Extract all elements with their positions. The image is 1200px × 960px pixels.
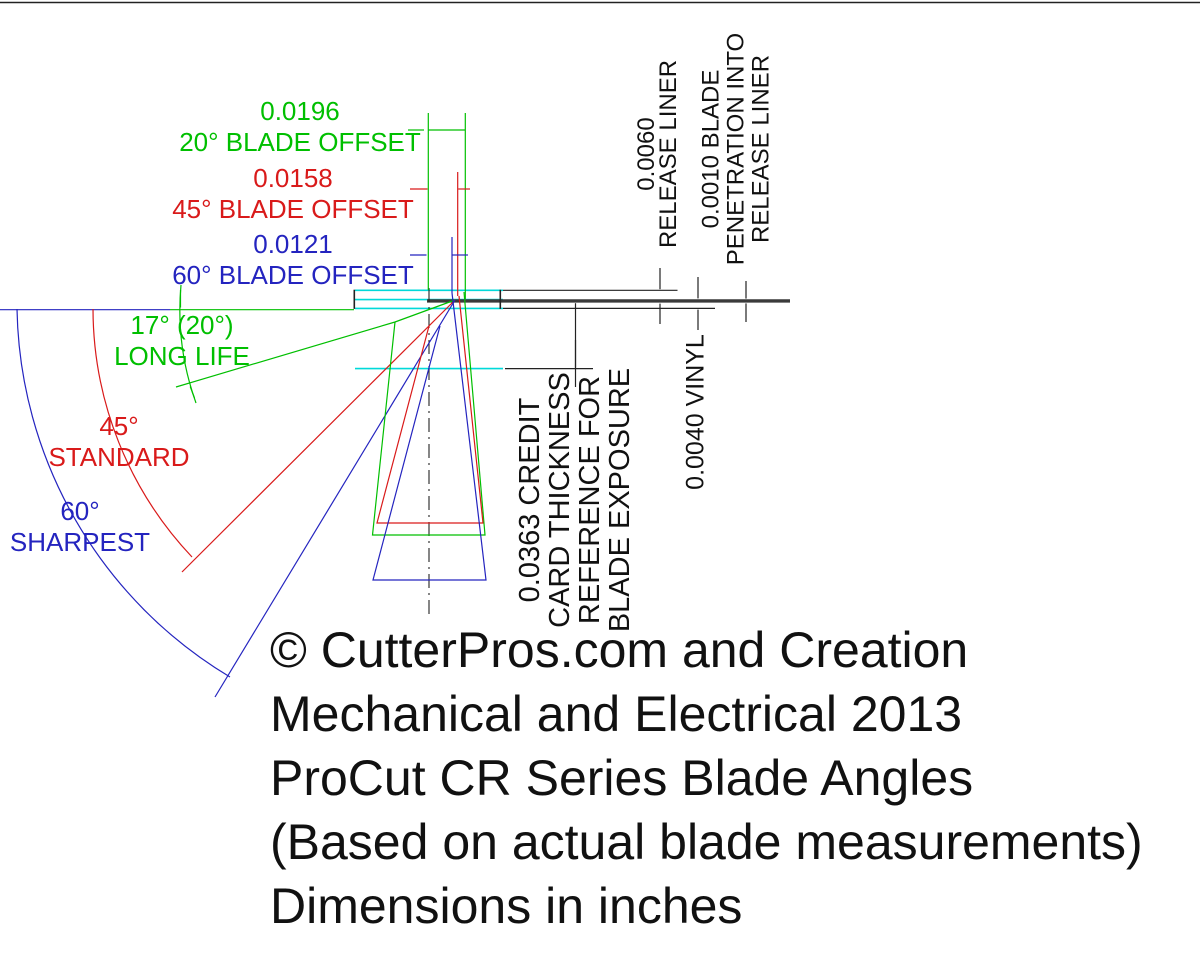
measurement-note: (Based on actual blade measurements) xyxy=(270,814,1143,870)
angle-value-long-life: 17° (20°) xyxy=(130,310,234,340)
arc-45deg xyxy=(92,308,193,558)
offset-caption-20deg: 20° BLADE OFFSET xyxy=(179,127,421,157)
credit-card-line4: BLADE EXPOSURE xyxy=(604,367,636,633)
blade-penetration-line3: RELEASE LINER xyxy=(747,54,775,244)
credit-card-label: 0.0363 CREDIT CARD THICKNESS REFERENCE F… xyxy=(514,367,636,633)
vinyl-value: 0.0040 VINYL xyxy=(681,334,710,490)
credit-card-line2: CARD THICKNESS xyxy=(544,372,576,628)
company-line: Mechanical and Electrical 2013 xyxy=(270,686,963,742)
angle-label-sharpest: 60° SHARPEST xyxy=(10,496,150,558)
title-block: © CutterPros.com and Creation Mechanical… xyxy=(270,618,1143,938)
blade-penetration-line2: PENETRATION INTO xyxy=(722,32,750,266)
credit-card-line1: 0.0363 CREDIT xyxy=(514,397,546,603)
release-liner-caption: RELEASE LINER xyxy=(655,59,682,249)
angle-dimension-arcs xyxy=(16,284,231,678)
angle-line-45deg-standard xyxy=(181,299,456,573)
blade-outline-45deg xyxy=(376,295,484,524)
offset-value-60deg: 0.0121 xyxy=(253,229,333,259)
release-liner-label: 0.0060 RELEASE LINER xyxy=(633,59,682,249)
units-note: Dimensions in inches xyxy=(270,878,743,934)
angle-value-standard: 45° xyxy=(99,411,139,441)
material-cross-section xyxy=(353,289,790,370)
credit-card-line3: REFERENCE FOR xyxy=(574,375,606,625)
blade-penetration-line1: 0.0010 BLADE xyxy=(697,69,725,229)
offset-label-45deg: 0.0158 45° BLADE OFFSET xyxy=(172,163,414,225)
angle-caption-standard: STANDARD xyxy=(48,442,190,472)
angle-value-sharpest: 60° xyxy=(60,496,100,526)
vinyl-label: 0.0040 VINYL xyxy=(681,334,710,490)
offset-extension-lines xyxy=(427,113,466,299)
offset-label-20deg: 0.0196 20° BLADE OFFSET xyxy=(179,96,421,158)
offset-caption-45deg: 45° BLADE OFFSET xyxy=(172,194,414,224)
angle-label-standard: 45° STANDARD xyxy=(48,411,189,473)
drawing-title: ProCut CR Series Blade Angles xyxy=(270,750,974,806)
offset-caption-60deg: 60° BLADE OFFSET xyxy=(172,260,414,290)
angle-line-60deg-sharpest xyxy=(214,299,456,698)
blade-outline-60deg xyxy=(372,292,487,581)
offset-value-45deg: 0.0158 xyxy=(253,163,333,193)
copyright-line: © CutterPros.com and Creation xyxy=(270,622,969,678)
blade-outlines xyxy=(371,291,487,581)
angle-label-long-life: 17° (20°) LONG LIFE xyxy=(114,310,250,372)
offset-label-60deg: 0.0121 60° BLADE OFFSET xyxy=(172,229,414,291)
angle-caption-long-life: LONG LIFE xyxy=(114,341,250,371)
offset-value-20deg: 0.0196 xyxy=(260,96,340,126)
blade-outline-20deg xyxy=(371,291,486,536)
arc-60deg xyxy=(16,308,231,678)
blade-penetration-label: 0.0010 BLADE PENETRATION INTO RELEASE LI… xyxy=(697,32,775,266)
angle-caption-sharpest: SHARPEST xyxy=(9,527,151,557)
